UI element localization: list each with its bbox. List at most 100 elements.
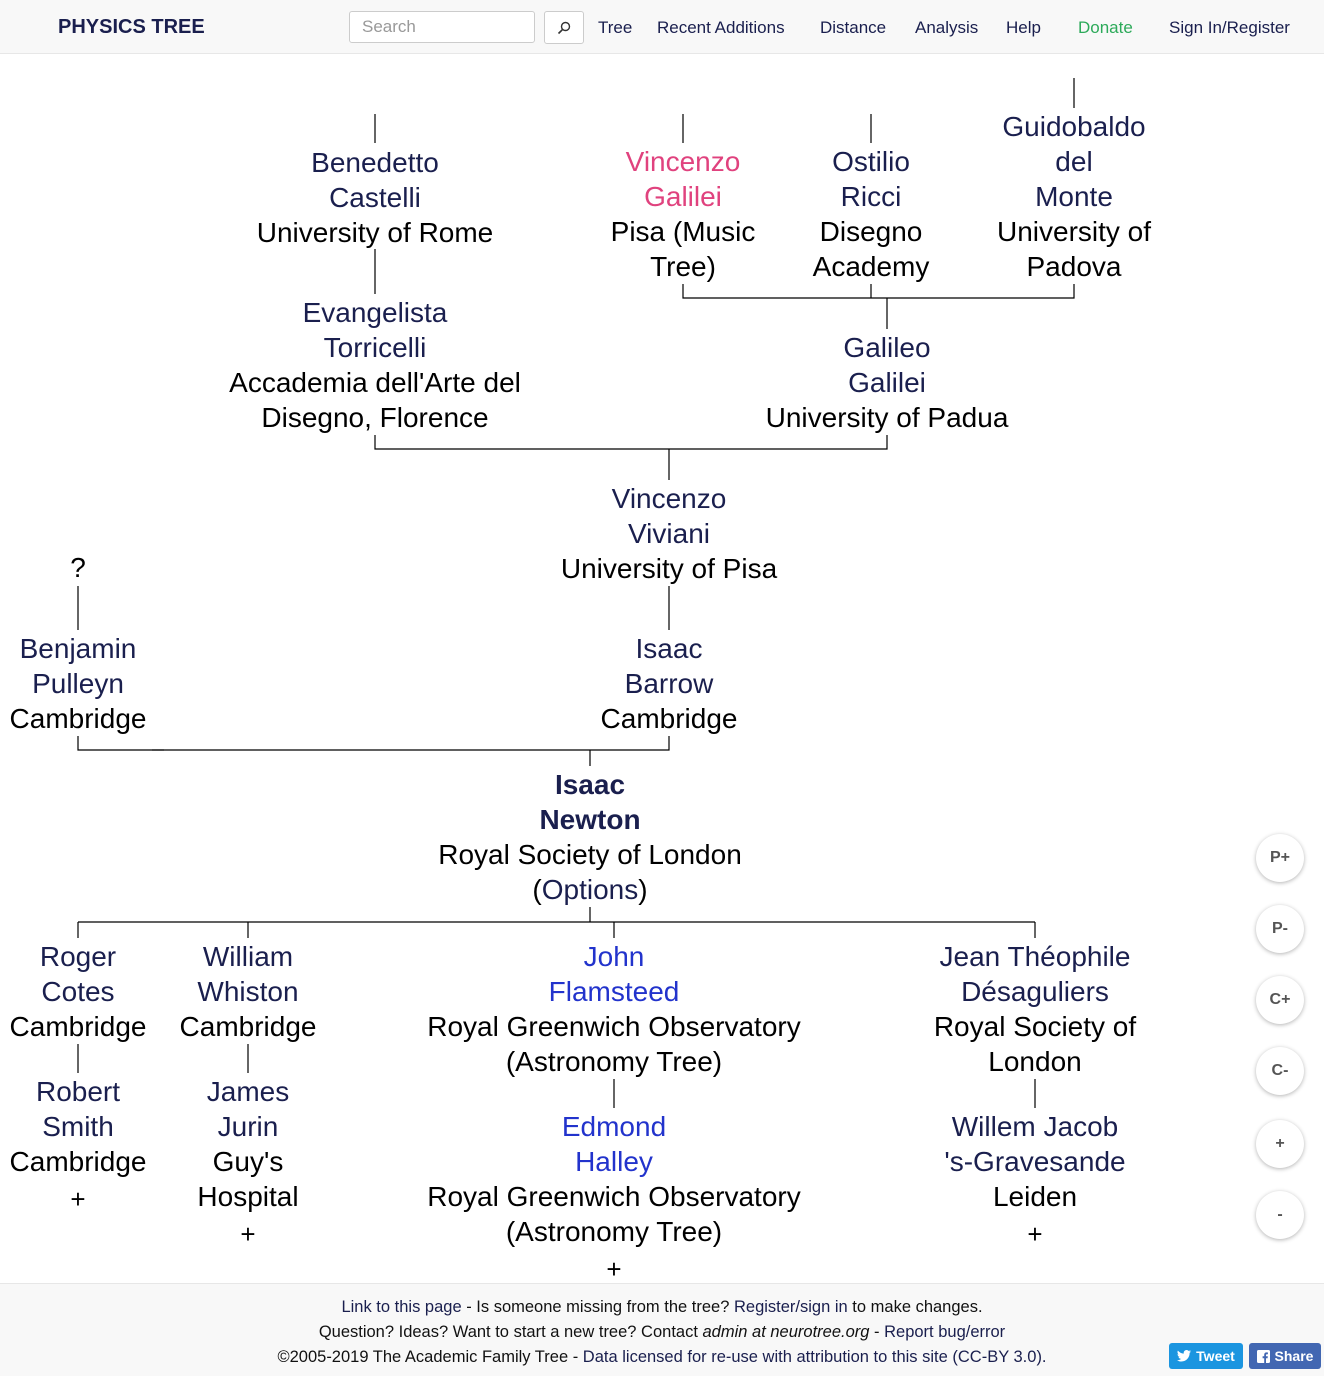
person-name-line[interactable]: Galilei [848, 367, 926, 398]
twitter-icon [1177, 1350, 1192, 1362]
institution-label: Tree) [650, 251, 716, 282]
nav-analysis[interactable]: Analysis [915, 18, 979, 37]
parents-more-button[interactable]: P+ [1256, 834, 1304, 882]
person-name-line[interactable]: Galilei [644, 181, 722, 212]
nav-help[interactable]: Help [1006, 18, 1041, 37]
paren-open: ( [532, 874, 542, 905]
link-to-page[interactable]: Link to this page [341, 1298, 462, 1316]
person-name-line[interactable]: Flamsteed [548, 976, 680, 1007]
expand-halley-button[interactable]: + [606, 1254, 622, 1284]
person-name-line[interactable]: Benedetto [311, 147, 439, 178]
tweet-button[interactable]: Tweet [1169, 1343, 1243, 1369]
person-name-line[interactable]: del [1055, 146, 1093, 177]
search-button[interactable] [544, 11, 584, 44]
person-name-line[interactable]: Ostilio [832, 146, 910, 177]
footer-line-2: Question? Ideas? Want to start a new tre… [0, 1323, 1324, 1342]
institution-label: Cambridge [600, 703, 738, 734]
institution-label: Padova [1026, 251, 1122, 282]
institution-label: Royal Greenwich Observatory [427, 1181, 801, 1212]
person-name-line[interactable]: Benjamin [19, 633, 137, 664]
tree-node-halley: Edmond Halley Royal Greenwich Observator… [427, 1109, 800, 1249]
person-name-line[interactable]: Désaguliers [961, 976, 1109, 1007]
tree-node-jurin: James Jurin Guy's Hospital [197, 1074, 298, 1214]
person-name-line[interactable]: Edmond [561, 1111, 667, 1142]
institution-label: Royal Society of [933, 1011, 1137, 1042]
parents-less-button[interactable]: P- [1256, 905, 1304, 953]
footer-text: to make changes. [847, 1298, 983, 1316]
institution-label: Cambridge [9, 1011, 147, 1042]
children-less-button[interactable]: C- [1256, 1047, 1304, 1095]
person-name-line[interactable]: Isaac [554, 769, 626, 800]
nav-distance[interactable]: Distance [820, 18, 887, 37]
paren-close: ) [638, 874, 648, 905]
tree-node-vincenzo-galilei: Vincenzo Galilei Pisa (Music Tree) [611, 144, 756, 284]
person-name-line[interactable]: Whiston [197, 976, 299, 1007]
person-name-line[interactable]: Vincenzo [611, 483, 727, 514]
share-button[interactable]: Share [1249, 1343, 1321, 1369]
institution-label: Hospital [197, 1181, 299, 1212]
options-line: (Options) [438, 872, 742, 907]
zoom-out-button[interactable]: - [1256, 1191, 1304, 1239]
tree-node-gravesande: Willem Jacob 's-Gravesande Leiden [944, 1109, 1125, 1214]
register-link[interactable]: Register/sign in [733, 1298, 848, 1316]
person-name-line[interactable]: Evangelista [302, 297, 448, 328]
search-input[interactable] [349, 11, 535, 43]
brand-logo[interactable]: PHYSICS TREE [58, 16, 205, 38]
person-name-line[interactable]: Robert [35, 1076, 121, 1107]
person-name-line[interactable]: Isaac [635, 633, 703, 664]
institution-label: University of Rome [256, 217, 494, 248]
person-name-line[interactable]: Roger [39, 941, 117, 972]
person-name-line[interactable]: Torricelli [323, 332, 427, 363]
person-name-line[interactable]: Smith [42, 1111, 114, 1142]
expand-jurin-button[interactable]: + [240, 1219, 256, 1249]
share-label: Share [1274, 1348, 1314, 1364]
nav-sign-in-register[interactable]: Sign In/Register [1169, 18, 1290, 37]
person-name-line[interactable]: John [583, 941, 645, 972]
copyright-text: ©2005-2019 The Academic Family Tree - [277, 1348, 583, 1366]
person-name-line[interactable]: James [206, 1076, 290, 1107]
person-name-line[interactable]: Newton [539, 804, 641, 835]
person-name-line[interactable]: Viviani [628, 518, 710, 549]
person-name-line[interactable]: Willem Jacob [951, 1111, 1119, 1142]
tree-node-barrow: Isaac Barrow Cambridge [601, 631, 738, 736]
institution-label: (Astronomy Tree) [505, 1046, 723, 1077]
expand-smith-button[interactable]: + [70, 1184, 86, 1214]
top-navbar: PHYSICS TREE Tree Recent Additions Dista… [0, 0, 1324, 54]
person-name-line[interactable]: Cotes [41, 976, 115, 1007]
footer-line-3: ©2005-2019 The Academic Family Tree - Da… [0, 1348, 1324, 1367]
person-name-line[interactable]: Monte [1035, 181, 1113, 212]
tree-node-flamsteed: John Flamsteed Royal Greenwich Observato… [427, 939, 800, 1079]
options-link[interactable]: Options [541, 874, 639, 905]
license-link[interactable]: Data licensed for re-use with attributio… [582, 1348, 1047, 1366]
person-name-line[interactable]: Pulleyn [32, 668, 124, 699]
person-name-line[interactable]: Galileo [843, 332, 931, 363]
institution-label: Royal Society of London [438, 839, 742, 870]
person-name-line[interactable]: 's-Gravesande [944, 1146, 1126, 1177]
children-more-button[interactable]: C+ [1256, 976, 1304, 1024]
zoom-in-button[interactable]: + [1256, 1120, 1304, 1168]
person-name-line[interactable]: Jurin [217, 1111, 279, 1142]
person-name-line[interactable]: Castelli [329, 182, 421, 213]
tree-node-galileo: Galileo Galilei University of Padua [766, 330, 1009, 435]
nav-donate[interactable]: Donate [1078, 18, 1133, 37]
person-name-line[interactable]: William [202, 941, 294, 972]
nav-tree[interactable]: Tree [598, 18, 633, 37]
tree-node-del-monte: Guidobaldo del Monte University of Padov… [997, 109, 1151, 284]
institution-label: London [988, 1046, 1082, 1077]
person-name-line[interactable]: Halley [575, 1146, 653, 1177]
report-bug-link[interactable]: Report bug/error [884, 1323, 1006, 1341]
person-name-line[interactable]: Guidobaldo [1002, 111, 1146, 142]
institution-label: (Astronomy Tree) [505, 1216, 723, 1247]
tree-node-torricelli: Evangelista Torricelli Accademia dell'Ar… [229, 295, 521, 435]
person-name-line[interactable]: Vincenzo [625, 146, 741, 177]
nav-recent-additions[interactable]: Recent Additions [657, 18, 785, 37]
institution-label: University of Pisa [560, 553, 778, 584]
person-name-line[interactable]: Barrow [624, 668, 714, 699]
tree-node-pulleyn: Benjamin Pulleyn Cambridge [10, 631, 147, 736]
person-name-line[interactable]: Ricci [840, 181, 902, 212]
person-name-line[interactable]: Jean Théophile [939, 941, 1131, 972]
institution-label: Royal Greenwich Observatory [427, 1011, 801, 1042]
tweet-label: Tweet [1196, 1348, 1235, 1364]
expand-gravesande-button[interactable]: + [1027, 1219, 1043, 1249]
